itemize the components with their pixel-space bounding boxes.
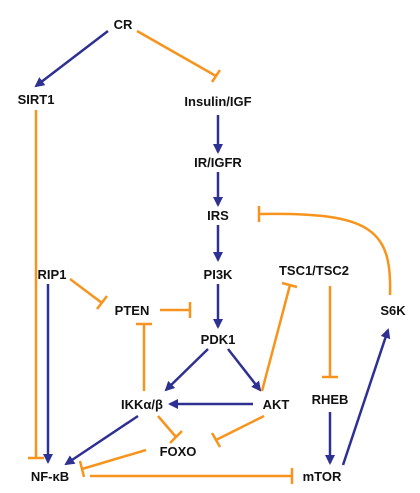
- edge-ikk-inhibits-pten: [136, 322, 152, 391]
- node-foxo: FOXO: [160, 444, 197, 459]
- edge-sirt1-inhibits-nfkb: [28, 110, 44, 460]
- node-akt: AKT: [263, 397, 290, 412]
- edge-foxo-inhibits-nfkb: [78, 448, 147, 478]
- edge-ikk-inhibits-foxo: [157, 415, 183, 444]
- edge-nfkb-inhibits-mtor: [90, 468, 294, 484]
- node-pi3k: PI3K: [204, 267, 234, 282]
- node-pten: PTEN: [115, 303, 150, 318]
- activation-edges: [34, 30, 391, 466]
- edge-pdk1-to-ikk: [164, 348, 209, 392]
- edge-akt-inhibits-foxo: [210, 414, 265, 448]
- node-pdk1: PDK1: [201, 332, 236, 347]
- node-insulin-igf: Insulin/IGF: [184, 94, 251, 109]
- edge-cr-inhibits-insulin: [136, 29, 222, 83]
- inhibition-edges: [28, 29, 392, 484]
- node-s6k: S6K: [380, 303, 406, 318]
- edge-tsc-inhibits-rheb: [322, 286, 338, 379]
- edge-mtor-to-s6k: [341, 328, 391, 466]
- edge-rip1-inhibits-pten: [69, 278, 108, 310]
- node-irs: IRS: [207, 208, 229, 223]
- edge-pten-inhibits-pi3k: [160, 302, 192, 318]
- node-ir-igfr: IR/IGFR: [194, 155, 242, 170]
- node-ikk: IKKα/β: [121, 397, 163, 412]
- nodes: CR SIRT1 Insulin/IGF IR/IGFR IRS RIP1 PI…: [18, 17, 407, 484]
- node-sirt1: SIRT1: [18, 92, 55, 107]
- node-rip1: RIP1: [38, 267, 67, 282]
- edge-cr-to-sirt1: [34, 30, 109, 88]
- edge-akt-inhibits-tsc: [260, 281, 298, 392]
- node-rheb: RHEB: [312, 392, 349, 407]
- edge-s6k-inhibits-irs: [257, 206, 392, 296]
- node-tsc1-tsc2: TSC1/TSC2: [279, 263, 349, 278]
- node-nfkb: NF-κB: [31, 469, 69, 484]
- node-cr: CR: [114, 17, 133, 32]
- edge-pdk1-to-akt: [227, 348, 262, 392]
- edge-ikk-to-nfkb: [64, 414, 139, 466]
- node-mtor: mTOR: [303, 469, 342, 484]
